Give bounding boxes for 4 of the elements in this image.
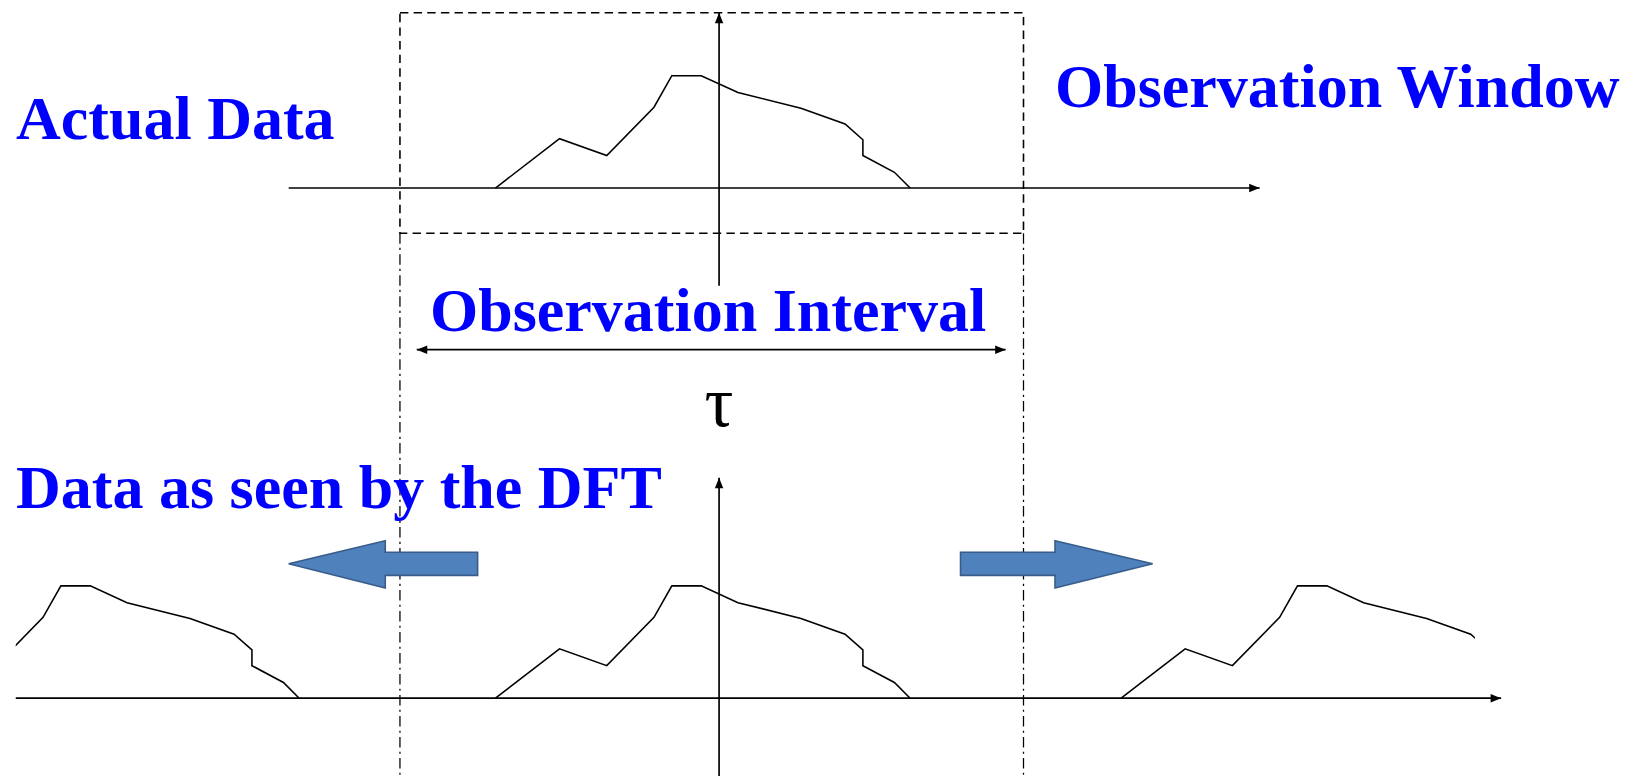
interval-label: Observation Interval bbox=[430, 279, 987, 341]
data-label: Actual Data bbox=[16, 87, 335, 149]
window-label: Observation Window bbox=[1055, 55, 1620, 117]
tau-symbol: τ bbox=[704, 366, 734, 438]
